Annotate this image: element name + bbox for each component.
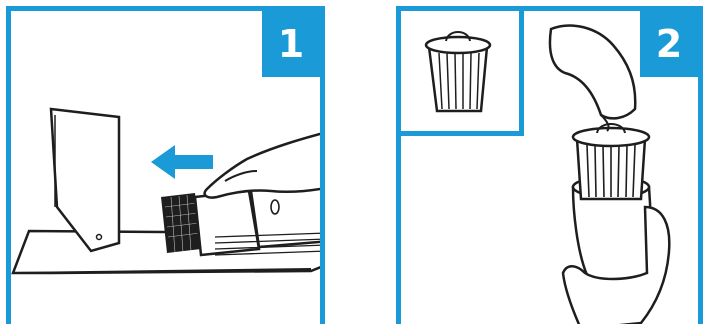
step-number-badge: 1	[262, 11, 320, 77]
upper-hand	[550, 26, 635, 119]
step-2-panel: 2	[396, 6, 703, 324]
inset-box	[401, 11, 524, 136]
hand-illustration	[205, 131, 320, 198]
dust-cup	[573, 187, 650, 279]
step-1-panel: 1	[6, 6, 325, 324]
step-number-badge: 2	[640, 11, 698, 77]
filter-icon	[573, 124, 649, 199]
filter-inset-illustration	[401, 11, 519, 131]
arrow-left-icon	[151, 145, 213, 179]
